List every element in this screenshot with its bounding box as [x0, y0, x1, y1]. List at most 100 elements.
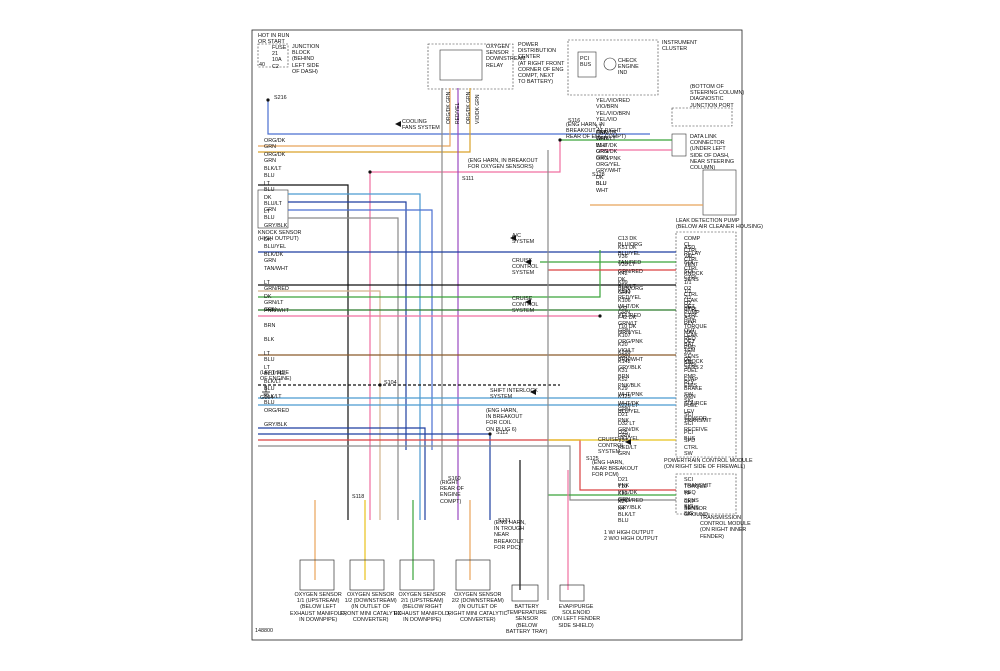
pci-bus-box: [577, 51, 597, 78]
tcm-pin-label: SENSOR GROUND: [684, 505, 708, 518]
eng-harn-pcm-label: (ENG HARN, NEAR BREAKOUT FOR PCM): [592, 460, 639, 479]
pcm-circuit-label: K125 WHT/DK GRN: [618, 394, 640, 413]
splice-dot: [598, 314, 602, 318]
top-circuit-label: YEL/VIO: [596, 117, 617, 124]
arrow-cruise3: [625, 439, 631, 445]
left-circuit-label: BLK/LT BLU: [264, 166, 282, 179]
pcm-circuit-label: C13 DK BLU/ORG: [618, 236, 643, 249]
pcm-circuit-label: K51 DK BLU/YEL: [618, 244, 641, 257]
instrument-cluster-label: INSTRUMENT CLUSTER: [662, 40, 698, 53]
left-circuit-label: LT BLU: [264, 180, 275, 193]
pcm-circuit-label: K99 BRN/ORG: [618, 280, 644, 293]
splice-label: S104: [384, 380, 397, 386]
leak-pump-box: [702, 169, 737, 216]
pcm-box: [675, 231, 737, 458]
relay-circuit-label: ORG/DK GRN: [446, 91, 452, 124]
eng-harn-o2-label: (ENG HARN, IN BREAKOUT FOR OXYGEN SENSOR…: [468, 158, 538, 171]
wire-blue-cooling: [267, 100, 650, 135]
left-circuit-label: BLK/LT BLU: [264, 393, 282, 406]
left-circuit-label: DK GRN/LT GRN: [264, 294, 284, 313]
pcm-circuit-label: K29 WHT/PNK: [618, 385, 643, 398]
wire-orange-2: [258, 88, 471, 153]
o2-sensor-12-label: OXYGEN SENSOR 1/2 (DOWNSTREAM) (IN OUTLE…: [340, 592, 402, 623]
wire-gry-blk: [258, 445, 676, 501]
pcm-pin-label: GEN SOURCE: [684, 394, 708, 407]
tcm-circuit-label: K24 GRY/BLK: [618, 498, 642, 511]
splice-dot: [368, 170, 372, 174]
top-circuit-label: VIO/BRN: [596, 104, 619, 111]
pcm-circuit-label: V32 YEL/RED: [618, 306, 642, 319]
pcm-pin-label: ASD RELAY CTRL: [684, 244, 702, 264]
left-side-engine-label: (LEFT SIDE OF ENGINE): [260, 370, 292, 383]
left-circuit-label: ORG/DK GRN: [264, 152, 286, 165]
junction-block-box: [257, 43, 289, 68]
pdc-label: POWER DISTRIBUTION CENTER (AT RIGHT FRON…: [518, 42, 565, 86]
pcm-circuit-label: K52 PNK/BLK: [618, 376, 641, 389]
o2-sensor-11-body: [299, 559, 335, 591]
legend: 1 W/ HIGH OUTPUT 2 W/O HIGH OUTPUT: [604, 530, 658, 543]
wire-black-knock: [258, 184, 349, 520]
top-circuit-label: YEL/VIO/BRN: [596, 110, 630, 117]
tcm-label: TRANSMISSION CONTROL MODULE (ON RIGHT IN…: [700, 515, 751, 540]
left-circuit-label: DK BLU/YEL: [264, 237, 287, 250]
top-circuit-label: GRY/WHT: [596, 168, 622, 175]
hot-in-run-label: HOT IN RUN OR START: [258, 33, 290, 46]
arrow-cruise2: [525, 299, 531, 305]
wire-blue-knock-2: [288, 209, 433, 450]
diag-port-label: (BOTTOM OF STEERING COLUMN) DIAGNOSTIC J…: [690, 84, 745, 109]
diag-port-box: [671, 107, 733, 127]
pcm-pin-label: KNOCK SENS: [684, 271, 704, 284]
wire-orange-1: [258, 88, 451, 147]
top-circuit-label: ORG/DK GRN: [596, 149, 618, 162]
junction-block-label: JUNCTION BLOCK (BEHIND LEFT SIDE OF DASH…: [292, 44, 320, 75]
left-circuit-label: GRY/BLK: [264, 422, 288, 428]
shift-interlock-label: SHIFT INTERLOCK SYSTEM: [490, 388, 538, 401]
check-engine-label: CHECK ENGINE IND: [618, 58, 639, 77]
tcm-circuit-label: D21 PNK: [618, 477, 630, 490]
wire-pink-top: [370, 140, 561, 173]
splice-dot: [488, 432, 492, 436]
left-circuit-label: GRY/BLK: [264, 223, 288, 230]
top-circuit-label: WHT/DK GRN: [596, 142, 618, 155]
wire-tan: [258, 290, 381, 520]
splice-label: S128: [592, 172, 605, 178]
splice-dot: [378, 383, 382, 387]
left-circuit-label: LT BLU/YEL: [264, 365, 287, 378]
left-circuit-label: BRN: [264, 322, 276, 329]
diagram-border: [251, 29, 743, 641]
pcm-label: POWERTRAIN CONTROL MODULE (ON RIGHT SIDE…: [664, 458, 753, 471]
splice-label: S125: [586, 456, 599, 462]
left-circuit-label: ORG/RED: [264, 407, 290, 414]
splice-label: S131: [498, 518, 511, 524]
cruise-label-3: CRUISE CONTROL SYSTEM: [598, 437, 625, 456]
wire-blk-ltblue-1: [258, 427, 426, 520]
splice-label: S116: [568, 118, 581, 124]
top-circuit-label: BLU: [596, 181, 607, 188]
pcm-pin-label: COMP CL CTRL: [684, 236, 701, 255]
pcm-pin-label: LEAK DET PMP: [684, 332, 698, 352]
top-circuit-label: DK BLU: [596, 174, 607, 187]
arrow-ac: [510, 235, 516, 241]
o2-sensor-21-body: [399, 559, 435, 591]
top-circuit-label: ORG/YEL: [596, 162, 620, 168]
evap-label: EVAP/PURGE SOLENOID (ON LEFT FENDER SIDE…: [552, 604, 601, 629]
cruise-label-2: CRUISE CONTROL SYSTEM: [512, 296, 539, 315]
eng-harn-trough-label: (ENG HARN, IN TROUGH NEAR BREAKOUT FOR P…: [494, 520, 526, 551]
fuse-label: FUSE 21 10A C2: [272, 45, 287, 70]
instrument-cluster-box: [567, 39, 659, 96]
pcm-pin-label: LEAK DET PUMP: [684, 297, 700, 316]
wire-gray-knock: [288, 217, 399, 520]
ac-system-label: A/C SYSTEM: [512, 233, 535, 246]
left-circuit-label: LT GRN/RED: [264, 280, 289, 293]
tcm-box: [675, 473, 737, 515]
o2-sensor-22-label: OXYGEN SENSOR 2/2 (DOWNSTREAM) (IN OUTLE…: [448, 592, 508, 623]
splice-label: S216: [274, 95, 287, 101]
arrow-cruise1: [525, 259, 531, 265]
fuse-id-label: 40: [259, 62, 265, 68]
right-rear-engine-label: (RIGHT REAR OF ENGINE COMPT): [440, 480, 464, 505]
pcm-pin-label: SPD CTRL PWR: [684, 306, 698, 325]
tcm-pin-label: CKP SENS SIG: [684, 498, 699, 517]
pcm-circuit-label: V35 LT GRN/RED: [618, 262, 643, 275]
